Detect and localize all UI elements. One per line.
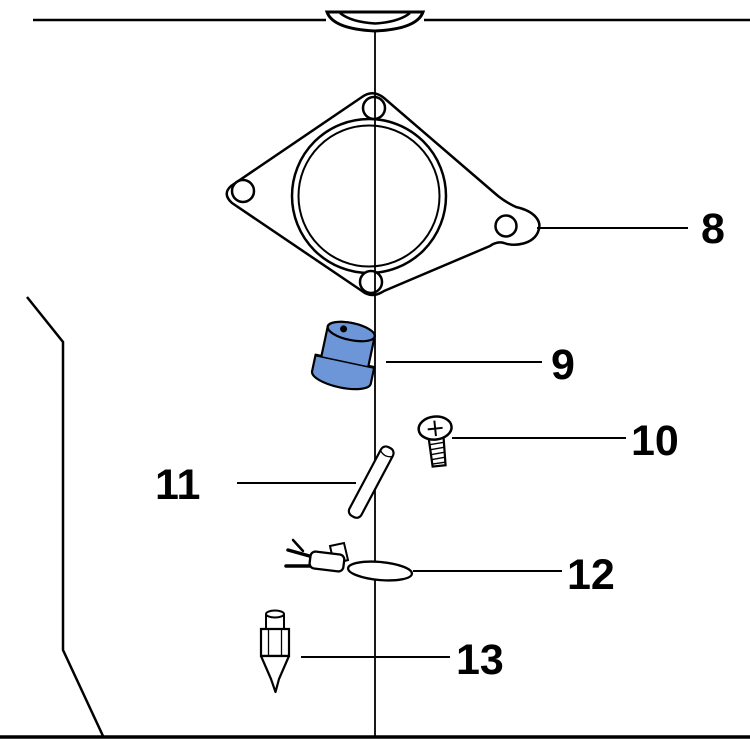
metering-lever-part [284, 538, 414, 582]
pin-body [347, 445, 395, 519]
callout-11-label: 11 [155, 461, 200, 509]
gasket-center-hole-outer [290, 117, 448, 275]
top-part-inner-arc [339, 12, 411, 25]
callout-8-label: 8 [701, 205, 725, 253]
top-cutoff-part [324, 10, 426, 33]
screw-cross-slot [427, 420, 443, 437]
top-part-outer-arc [324, 10, 426, 33]
needle-body [259, 627, 291, 658]
gasket-bolt-hole-tab [494, 214, 518, 238]
screw-part [417, 415, 453, 468]
gasket-part [225, 92, 541, 297]
lever-pivot-body [308, 550, 346, 573]
plunger-top-face [326, 320, 376, 343]
gasket-bolt-hole-bottom [358, 269, 384, 295]
adjacent-part-edge [26, 296, 105, 737]
pin-part [347, 445, 395, 519]
gasket-bolt-hole-top [361, 95, 387, 121]
lever-fork-prong-upper [286, 548, 315, 559]
lever-spring-wire [291, 538, 305, 553]
needle-cone-tip [259, 654, 291, 694]
callout-13-label: 13 [456, 636, 504, 684]
needle-valve-part [259, 609, 291, 694]
plunger-orifice-dot [340, 325, 348, 333]
callout-12-label: 12 [567, 551, 615, 599]
plunger-flange-edge [315, 354, 375, 369]
callout-10-label: 10 [631, 417, 679, 465]
gasket-center-hole-inner [297, 124, 441, 268]
pin-top-cap-edge [380, 450, 392, 458]
pump-plunger-part [310, 320, 376, 391]
gasket-bolt-hole-left [230, 178, 256, 204]
lever-paddle [346, 560, 414, 582]
callout-9-label: 9 [551, 341, 575, 389]
needle-stem-top [265, 609, 285, 619]
